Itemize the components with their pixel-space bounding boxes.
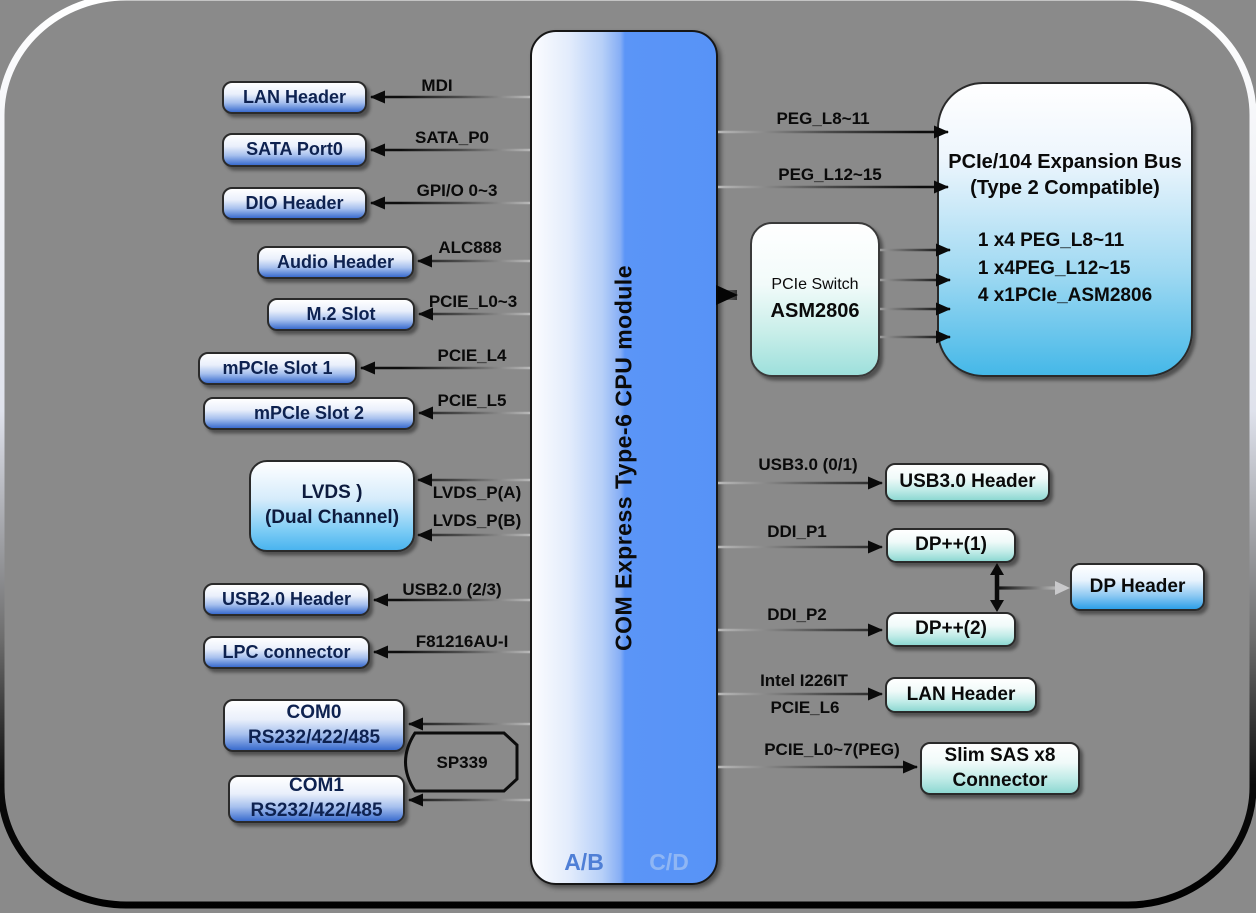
arrow-up-icon — [990, 563, 1004, 575]
block-usb2-header: USB2.0 Header — [203, 583, 370, 616]
signal-ddi-p2: DDI_P2 — [767, 605, 827, 624]
signal-pcie-l0-3: PCIE_L0~3 — [428, 292, 518, 311]
signal-lvds-pb: LVDS_P(B) — [432, 511, 522, 530]
block-label: DP++(1) — [915, 534, 987, 556]
slim-sas-line1: Slim SAS x8 — [944, 744, 1056, 766]
pcie104-item: 1 x4PEG_L12~15 — [977, 257, 1131, 279]
signal-f81216au: F81216AU-I — [415, 632, 509, 651]
signal-intel-i226it: Intel I226IT — [760, 671, 848, 690]
signal-alc888: ALC888 — [438, 238, 502, 257]
com0-label-line2: RS232/422/485 — [247, 726, 381, 748]
signal-peg-l12-15: PEG_L12~15 — [778, 165, 882, 184]
signal-pcie-l5: PCIE_L5 — [437, 391, 507, 410]
block-lan-header-left: LAN Header — [222, 81, 367, 114]
slim-sas-line2: Connector — [952, 769, 1048, 791]
lvds-label-line2: (Dual Channel) — [264, 507, 400, 528]
pcie-switch-line1: PCIe Switch — [771, 276, 859, 294]
block-lvds: LVDS ) (Dual Channel) — [249, 460, 415, 552]
module-title: COM Express Type-6 CPU module — [610, 264, 637, 651]
lvds-label-line1: LVDS ) — [301, 482, 363, 504]
com0-label-line1: COM0 — [286, 701, 342, 723]
block-mpcie-slot-2: mPCIe Slot 2 — [203, 397, 415, 430]
pcie-switch-line2: ASM2806 — [770, 299, 860, 322]
signal-pcie-l6: PCIE_L6 — [770, 698, 840, 717]
block-com0: COM0 RS232/422/485 — [223, 699, 405, 752]
block-pcie-switch: PCIe Switch ASM2806 — [750, 222, 880, 377]
block-dp-header: DP Header — [1070, 563, 1205, 611]
block-lan-header-right: LAN Header — [885, 677, 1037, 713]
block-dio-header: DIO Header — [222, 187, 367, 220]
block-pcie104-expansion-bus: PCIe/104 Expansion Bus (Type 2 Compatibl… — [937, 82, 1193, 377]
signal-sata-p0: SATA_P0 — [414, 128, 490, 147]
block-label: USB3.0 Header — [899, 471, 1036, 493]
signal-pcie-l0-7-peg: PCIE_L0~7(PEG) — [764, 740, 900, 759]
com1-label-line2: RS232/422/485 — [250, 800, 383, 821]
pcie104-title-line2: (Type 2 Compatible) — [970, 177, 1160, 200]
block-audio-header: Audio Header — [257, 246, 414, 279]
block-label: LPC connector — [222, 641, 351, 662]
block-label: LAN Header — [906, 683, 1016, 705]
block-com1: COM1 RS232/422/485 — [228, 775, 405, 823]
block-label: mPCIe Slot 2 — [253, 402, 365, 423]
pcie104-title-line1: PCIe/104 Expansion Bus — [948, 151, 1182, 174]
block-label: DIO Header — [245, 192, 344, 213]
block-label: mPCIe Slot 1 — [222, 357, 333, 378]
signal-gpio: GPI/O 0~3 — [416, 181, 498, 200]
pcie104-item: 4 x1PCIe_ASM2806 — [977, 285, 1153, 307]
com-express-module: COM Express Type-6 CPU module A/B C/D — [530, 30, 718, 885]
block-mpcie-slot-1: mPCIe Slot 1 — [198, 352, 357, 385]
arrow-right-light-icon — [1055, 581, 1070, 595]
signal-ddi-p1: DDI_P1 — [767, 522, 827, 541]
block-usb3-header: USB3.0 Header — [885, 463, 1050, 502]
block-label: DP++(2) — [915, 618, 987, 640]
block-label: LAN Header — [242, 86, 347, 107]
signal-pcie-l4: PCIE_L4 — [437, 346, 507, 365]
block-m2-slot: M.2 Slot — [267, 298, 415, 331]
pcie104-item: 1 x4 PEG_L8~11 — [977, 230, 1125, 252]
block-slim-sas: Slim SAS x8 Connector — [920, 742, 1080, 795]
block-sata-port0: SATA Port0 — [222, 133, 367, 167]
block-label: SATA Port0 — [246, 139, 343, 160]
block-lpc-connector: LPC connector — [203, 636, 370, 669]
signal-mdi: MDI — [421, 76, 453, 95]
signal-peg-l8-11: PEG_L8~11 — [776, 109, 870, 128]
block-label: Audio Header — [276, 251, 395, 272]
sp339-label: SP339 — [436, 753, 488, 772]
block-label: DP Header — [1089, 575, 1186, 597]
block-dp1: DP++(1) — [886, 528, 1016, 563]
row-cd-label: C/D — [649, 849, 689, 875]
signal-usb3: USB3.0 (0/1) — [758, 455, 858, 474]
signal-lvds-pa: LVDS_P(A) — [432, 483, 522, 502]
row-ab-label: A/B — [564, 849, 604, 875]
arrow-down-icon — [990, 600, 1004, 612]
block-label: M.2 Slot — [306, 303, 376, 324]
block-label: USB2.0 Header — [221, 588, 352, 609]
com1-label-line1: COM1 — [289, 775, 344, 797]
signal-usb2: USB2.0 (2/3) — [402, 580, 502, 599]
pcie104-title: PCIe/104 Expansion Bus (Type 2 Compatibl… — [948, 149, 1181, 201]
pcie104-items: 1 x4 PEG_L8~11 1 x4PEG_L12~15 4 x1PCIe_A… — [978, 227, 1152, 310]
block-dp2: DP++(2) — [886, 612, 1016, 647]
